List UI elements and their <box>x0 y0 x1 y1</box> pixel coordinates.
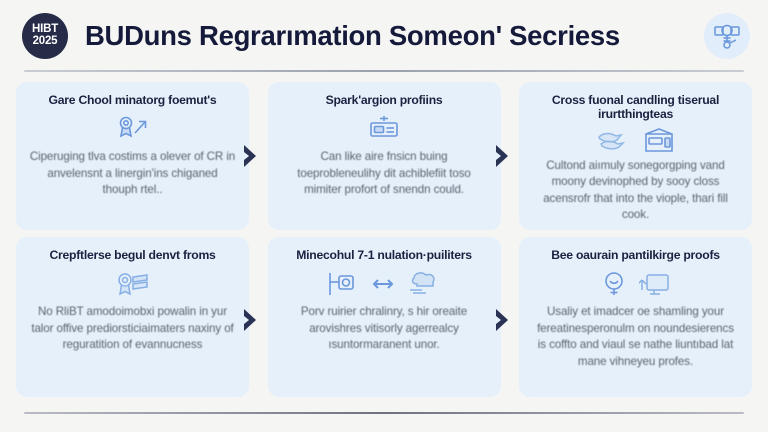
badge-top-label: HIBT <box>31 23 59 36</box>
header-divider <box>24 70 744 72</box>
card-6-title: Bee oaurain pantiIkirge proofs <box>551 248 720 262</box>
card-5-icons <box>326 267 442 301</box>
page-title: BUDuns Regrarımation Someon' Secriess <box>85 20 620 51</box>
card-4[interactable]: Crepftlerse begul denvt froms No RliBT a… <box>16 237 249 397</box>
card-grid: Gare Chool minatorg foemut's Ciperuging … <box>16 82 752 397</box>
card-6[interactable]: Bee oaurain pantiIkirge proofs Usaliy et… <box>519 237 752 397</box>
card-4-title: Crepftlerse begul denvt froms <box>49 248 216 262</box>
card-3[interactable]: Cross fuonal candling tiserual irurtthin… <box>519 82 752 230</box>
card-4-body: No RliBT amodoimobxi powalin in yur talo… <box>31 305 234 352</box>
card-5[interactable]: Minecohul 7-1 nulation·puiliters Porv ru… <box>267 237 501 397</box>
card-2-icons <box>367 112 401 146</box>
conference-badge-icon: HIBT 2025 <box>22 13 68 59</box>
lightbulb-idea-icon <box>704 13 750 59</box>
card-3-icons <box>597 127 675 155</box>
card-1-body: Ciperuging tlva costims a olever of CR i… <box>29 150 236 197</box>
card-6-icons <box>601 267 671 301</box>
footer-divider <box>24 412 744 414</box>
chevron-right-icon <box>492 143 514 169</box>
card-5-body: Porv ruirier chralinry, s hir oreaite ar… <box>300 305 468 352</box>
card-1-icons <box>116 112 150 146</box>
card-3-body: Cultond aiımuly sonegorgping vand moony … <box>543 158 728 222</box>
card-3-title: Cross fuonal candling tiserual irurtthin… <box>551 93 720 122</box>
badge-bottom-label: 2025 <box>32 35 58 47</box>
card-4-icons <box>116 267 150 301</box>
card-5-title: Minecohul 7-1 nulation·puiliters <box>296 248 472 262</box>
card-2-body: Can like aire fnsicn buing toeprobleneul… <box>297 150 471 197</box>
card-1-title: Gare Chool minatorg foemut's <box>48 93 217 107</box>
chevron-right-icon <box>492 307 514 333</box>
card-1[interactable]: Gare Chool minatorg foemut's Ciperuging … <box>16 82 249 230</box>
card-6-body: Usaliy et imadcer oe shamling your ferea… <box>537 305 734 368</box>
chevron-right-icon <box>240 143 262 169</box>
card-2-title: Spark'argion profiins <box>325 93 443 107</box>
page-header: HIBT 2025 BUDuns Regrarımation Someon' S… <box>0 0 768 72</box>
card-2[interactable]: Spark'argion profiins Can like aire fnsi… <box>267 82 501 230</box>
chevron-right-icon <box>240 307 262 333</box>
